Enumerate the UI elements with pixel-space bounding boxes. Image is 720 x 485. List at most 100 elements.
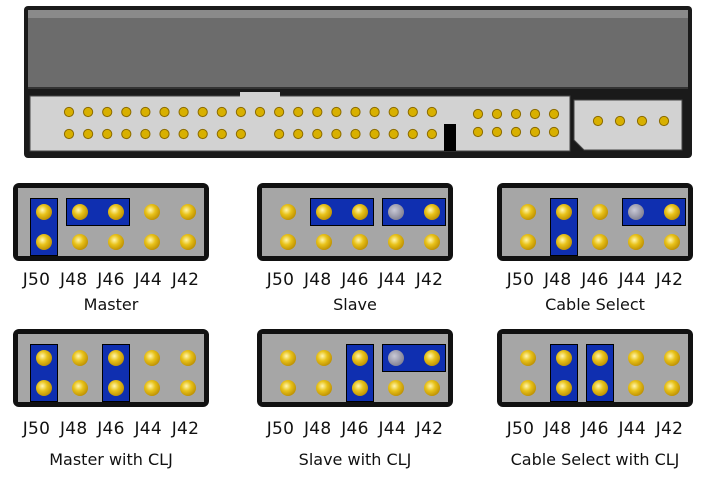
jumper-pin — [72, 204, 88, 220]
pin-labels: J50 J48 J46 J44 J42 — [266, 419, 444, 439]
jumper-pin — [72, 380, 88, 396]
ide-pin — [83, 128, 94, 140]
configuration-caption: Slave with CLJ — [298, 450, 412, 469]
jumper-pin — [556, 234, 572, 250]
jumper-pin — [280, 380, 296, 396]
jumper-pin — [180, 380, 196, 396]
empty-pin-position — [628, 204, 644, 220]
empty-pin-position — [388, 204, 404, 220]
jumper-panel — [497, 329, 693, 407]
ide-pin — [121, 128, 132, 140]
ide-pin — [159, 128, 170, 140]
jumper-pin — [180, 234, 196, 250]
jumper-pin — [352, 204, 368, 220]
jumper-block-pin — [510, 108, 522, 120]
jumper-block-pin — [472, 108, 484, 120]
jumper-pin — [628, 380, 644, 396]
jumper-pin — [592, 234, 608, 250]
jumper-pin — [424, 380, 440, 396]
jumper-pin — [144, 204, 160, 220]
jumper-panel — [13, 183, 209, 261]
ide-pin — [388, 106, 399, 118]
jumper-block-pin — [491, 126, 503, 138]
power-pin — [636, 115, 648, 127]
jumper-pin — [316, 204, 332, 220]
ide-pin — [369, 128, 380, 140]
ide-pin — [140, 128, 151, 140]
ide-pin — [63, 128, 75, 140]
jumper-block-pin — [491, 108, 503, 120]
ide-pin — [197, 106, 208, 118]
jumper-panel — [257, 183, 453, 261]
jumper-pin — [520, 204, 536, 220]
hard-drive-rear-view — [24, 6, 692, 158]
ide-pin — [426, 106, 437, 118]
jumper-pin — [352, 380, 368, 396]
ide-pin — [159, 106, 170, 118]
jumper-pin — [664, 234, 680, 250]
configuration-caption: Master — [83, 295, 139, 314]
ide-pin — [274, 106, 285, 118]
jumper-pin — [352, 350, 368, 366]
jumper-pin — [556, 204, 572, 220]
jumper-pin — [352, 234, 368, 250]
ide-pin — [293, 128, 304, 140]
jumper-block-pin — [548, 108, 560, 120]
jumper-pin — [628, 234, 644, 250]
jumper-pin — [664, 380, 680, 396]
jumper-pin — [144, 350, 160, 366]
ide-pin — [312, 106, 323, 118]
ide-pin — [140, 106, 151, 118]
jumper-block-pin — [529, 108, 541, 120]
jumper-pin — [520, 234, 536, 250]
jumper-pin — [108, 380, 124, 396]
power-pin — [614, 115, 626, 127]
ide-connector — [29, 92, 571, 152]
ide-pin — [293, 106, 304, 118]
jumper-pin — [72, 350, 88, 366]
jumper-pin — [592, 380, 608, 396]
jumper-pin — [628, 350, 644, 366]
jumper-pin — [280, 234, 296, 250]
ide-pin — [197, 128, 208, 140]
jumper-pin — [664, 350, 680, 366]
jumper-pin — [144, 380, 160, 396]
pin-labels: J50 J48 J46 J44 J42 — [506, 270, 684, 290]
ide-pin — [331, 128, 342, 140]
ide-pin — [350, 128, 361, 140]
configuration-caption: Master with CLJ — [49, 450, 173, 469]
jumper-pin — [108, 234, 124, 250]
ide-pin — [274, 128, 285, 140]
ide-pin — [102, 106, 113, 118]
jumper-pin — [108, 350, 124, 366]
jumper-pin-block — [502, 334, 688, 402]
ide-pin — [350, 106, 361, 118]
power-pin — [592, 115, 604, 127]
jumper-pin-block — [18, 334, 204, 402]
ide-pin — [178, 106, 189, 118]
jumper-pin — [144, 234, 160, 250]
pin-labels: J50 J48 J46 J44 J42 — [506, 419, 684, 439]
ide-pin — [216, 128, 227, 140]
ide-pin — [254, 106, 266, 118]
ide-pin — [312, 128, 323, 140]
jumper-pin — [424, 204, 440, 220]
ide-pin — [63, 106, 75, 118]
ide-pin — [426, 128, 437, 140]
jumper-pin — [36, 350, 52, 366]
jumper-pin — [424, 234, 440, 250]
jumper-pin-block — [262, 334, 448, 402]
jumper-pin — [556, 380, 572, 396]
jumper-pin — [72, 234, 88, 250]
jumper-block-pin — [529, 126, 541, 138]
jumper-pin — [180, 204, 196, 220]
jumper-block-pin — [472, 126, 484, 138]
jumper-pin — [316, 350, 332, 366]
empty-pin-position — [388, 350, 404, 366]
jumper-pin — [280, 204, 296, 220]
configuration-caption: Cable Select with CLJ — [510, 450, 680, 469]
jumper-pin — [388, 380, 404, 396]
ide-pin — [369, 106, 380, 118]
jumper-pin — [36, 234, 52, 250]
pin-labels: J50 J48 J46 J44 J42 — [22, 419, 200, 439]
